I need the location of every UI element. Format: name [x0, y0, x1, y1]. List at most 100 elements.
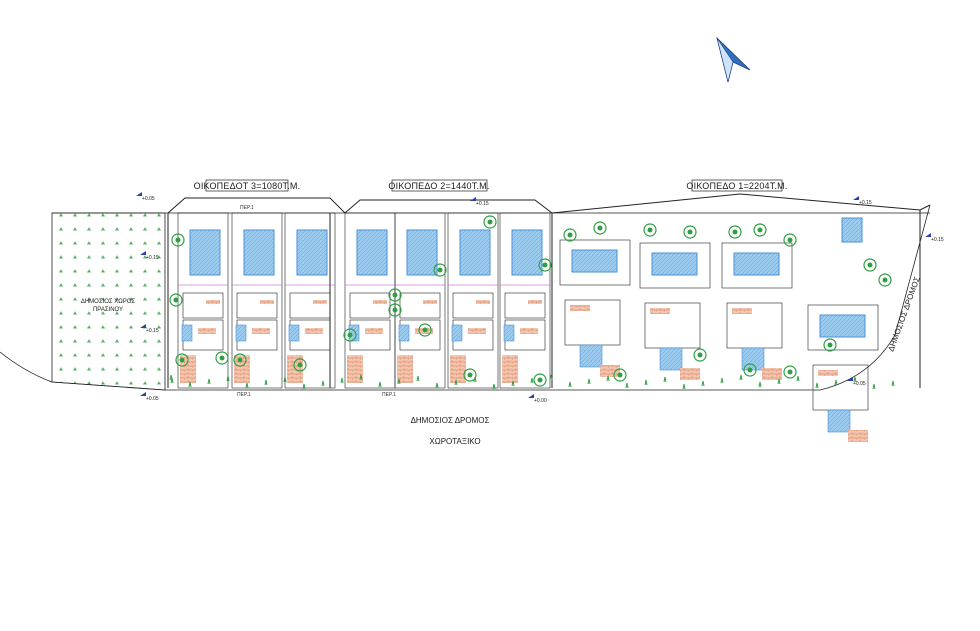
- villa-outline: [807, 304, 879, 351]
- pool: [819, 314, 866, 338]
- tree-icon: [171, 233, 185, 247]
- grass-icon: [853, 376, 857, 383]
- paving: [373, 300, 387, 304]
- pool: [459, 229, 491, 276]
- grass-icon: [245, 382, 249, 389]
- tree-icon: [643, 223, 657, 237]
- pool: [571, 249, 618, 273]
- tree-icon: [343, 328, 357, 342]
- villa-outline: [639, 242, 711, 289]
- plot-3-label: ΟΙΚΟΠΕΔΟΤ 3=1080Τ.Μ.: [194, 181, 301, 191]
- north-arrow-icon: [716, 36, 751, 83]
- villa-unit: [639, 242, 711, 380]
- per-label-top: ΠΕΡ.1: [240, 205, 254, 211]
- grass-icon: [397, 378, 401, 385]
- paving: [313, 300, 327, 304]
- grass-icon: [321, 380, 325, 387]
- tree-icon: [483, 215, 497, 229]
- terrace: [305, 328, 323, 334]
- villa-unit: [559, 239, 631, 377]
- terrace: [818, 370, 838, 376]
- small-pool: [398, 324, 410, 342]
- svg-text:+0.15: +0.15: [476, 201, 489, 207]
- paving: [528, 300, 542, 304]
- svg-text:+0.05: +0.05: [853, 381, 866, 387]
- small-pool: [827, 409, 851, 433]
- house-room: [349, 292, 391, 319]
- pool: [356, 229, 388, 276]
- level-marker: +0.05: [140, 392, 159, 402]
- grass-icon: [777, 378, 781, 385]
- paving: [260, 300, 274, 304]
- grass-icon: [587, 378, 591, 385]
- tree-icon: [169, 293, 183, 307]
- grass-icon: [359, 374, 363, 381]
- tree-icon: [463, 368, 477, 382]
- svg-text:+0.15: +0.15: [859, 200, 872, 206]
- grass-icon: [226, 375, 230, 382]
- tree-icon: [293, 358, 307, 372]
- svg-text:+0.15: +0.15: [146, 255, 159, 261]
- paving: [450, 355, 466, 383]
- grass-icon: [891, 380, 895, 387]
- terrace: [365, 328, 383, 334]
- grass-icon: [511, 380, 515, 387]
- grass-icon: [435, 382, 439, 389]
- trees: [169, 215, 895, 390]
- grass-icon: [283, 376, 287, 383]
- grass-icon: [625, 382, 629, 389]
- pool: [511, 229, 543, 276]
- house-room: [236, 292, 278, 319]
- row-house-unit: [447, 212, 499, 389]
- green-area-label-1: ΔΗΜΟΣΙΟΣ ΧΩΡΟΣ: [81, 299, 136, 305]
- small-pool: [659, 347, 683, 371]
- svg-text:+0.05: +0.05: [142, 196, 155, 202]
- grass-icon: [264, 379, 268, 386]
- tree-icon: [538, 258, 552, 272]
- public-green-area: ΔΗΜΟΣΙΟΣ ΧΩΡΟΣ ΠΡΑΣΙΝΟΥ: [51, 212, 166, 391]
- terrace: [732, 308, 752, 314]
- plot-2-label: ΟΙΚΟΠΕΔΟ 2=1440Τ.Μ.: [388, 181, 489, 191]
- tree-icon: [175, 353, 189, 367]
- level-marker: +0.05: [847, 377, 866, 387]
- small-pool: [451, 324, 463, 342]
- row-house-unit: [177, 212, 229, 389]
- svg-text:+0.15: +0.15: [931, 237, 944, 243]
- grass-icon: [644, 379, 648, 386]
- paving: [423, 300, 437, 304]
- tree-icon: [215, 351, 229, 365]
- grass-icon: [549, 374, 553, 381]
- paving: [600, 365, 620, 377]
- tree-icon: [418, 323, 432, 337]
- grass-icon: [302, 383, 306, 390]
- grass-icon: [454, 379, 458, 386]
- svg-text:+0.05: +0.05: [146, 396, 159, 402]
- tree-icon: [683, 225, 697, 239]
- building-units: [177, 212, 879, 442]
- grass-icon: [701, 380, 705, 387]
- pool: [189, 229, 221, 276]
- row-house-unit: [394, 212, 446, 389]
- green-area-label-2: ΠΡΑΣΙΝΟΥ: [93, 307, 123, 313]
- level-marker: +0.15: [140, 324, 159, 334]
- small-pool: [181, 324, 193, 342]
- villa-outline: [721, 242, 793, 289]
- level-marker: +0.05: [136, 192, 155, 202]
- grass-icon: [473, 376, 477, 383]
- tree-icon: [823, 338, 837, 352]
- level-marker: +0.15: [470, 197, 489, 207]
- row-house-unit: [499, 212, 551, 389]
- per-label-bottom: ΠΕΡ.1: [237, 392, 251, 398]
- pool: [733, 252, 780, 276]
- plot-1-label: ΟΙΚΟΠΕΔΟ 1=2204Τ.Μ.: [686, 181, 787, 191]
- level-markers: +0.05 +0.15 +0.15 +0.05 +0.00 +0.15 +0.1…: [136, 192, 944, 404]
- terrace: [650, 308, 670, 314]
- tree-icon: [233, 353, 247, 367]
- svg-text:+0.00: +0.00: [534, 398, 547, 404]
- level-marker: +0.15: [925, 233, 944, 243]
- grass-icon: [815, 382, 819, 389]
- tree-icon: [783, 233, 797, 247]
- level-marker: +0.00: [528, 394, 547, 404]
- svg-text:+0.15: +0.15: [146, 328, 159, 334]
- terrace: [198, 328, 216, 334]
